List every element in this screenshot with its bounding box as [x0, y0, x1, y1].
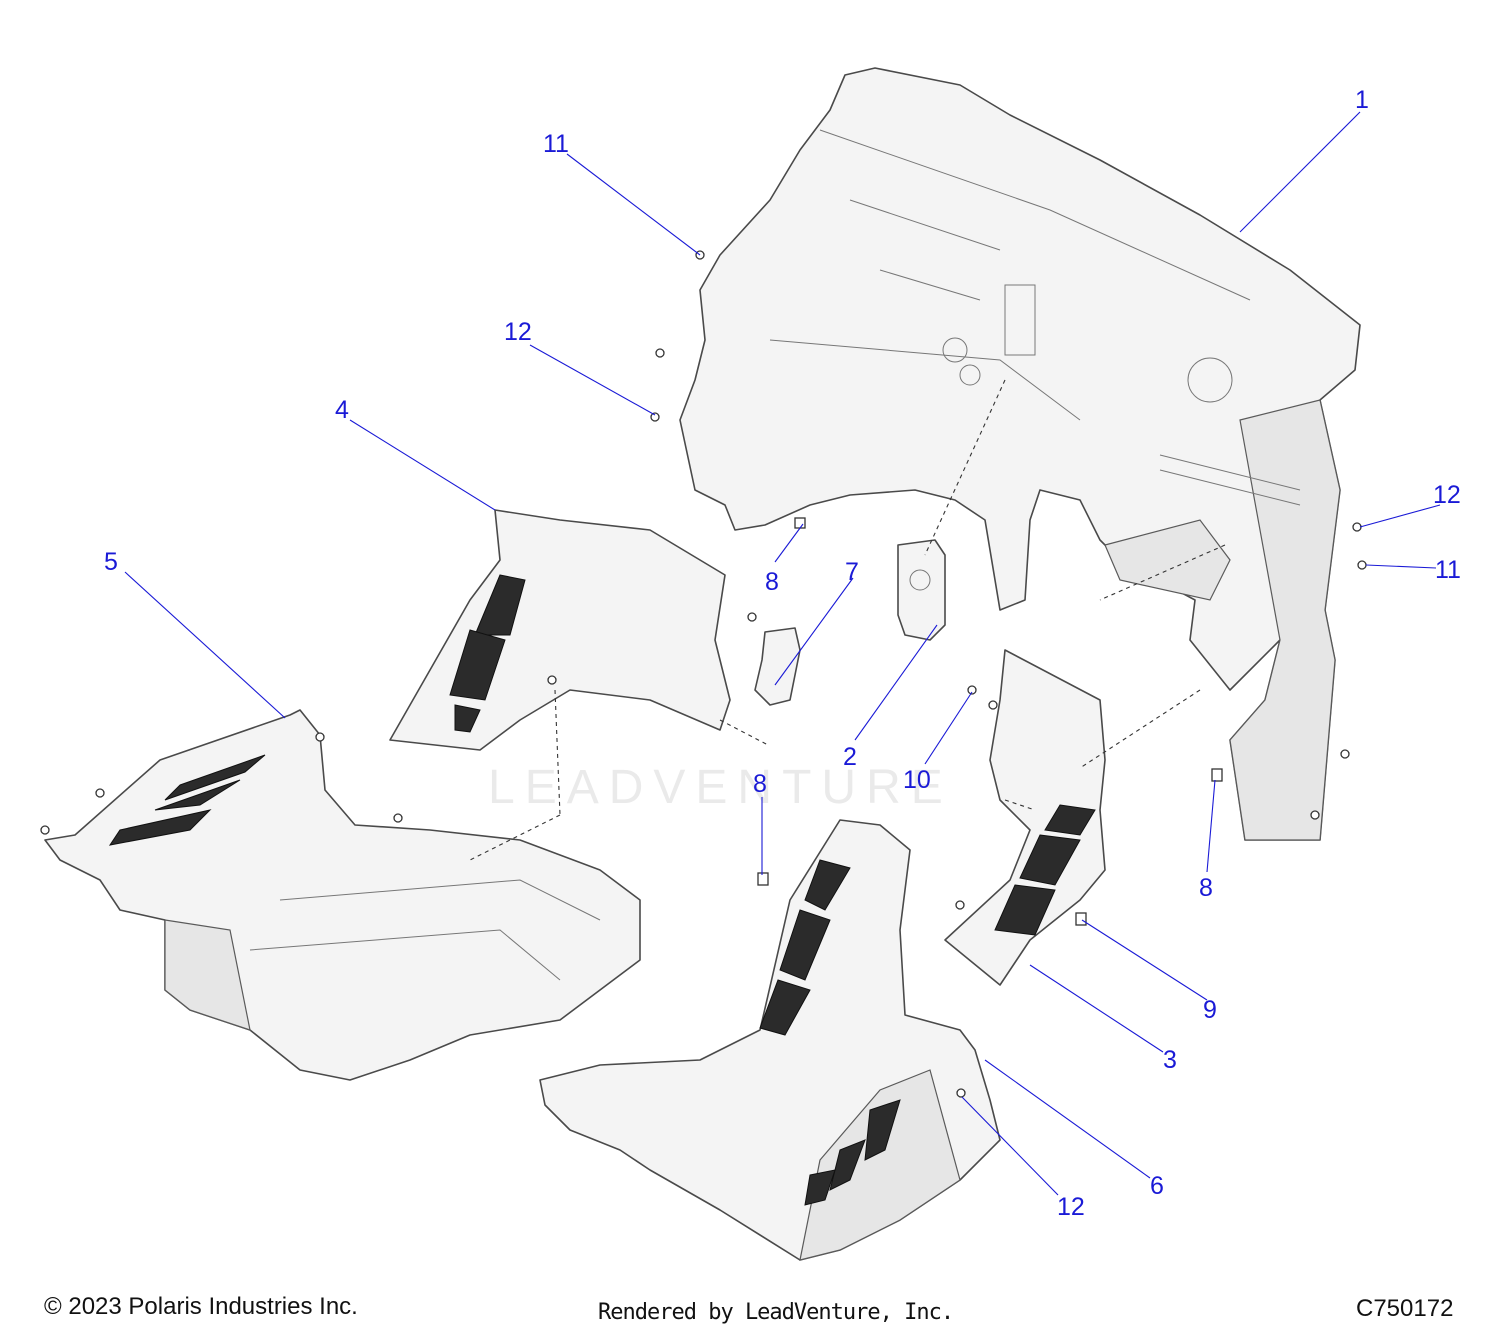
part-6-right-floor[interactable]: [539, 819, 1001, 1261]
part-1-dash-panel[interactable]: [679, 67, 1361, 841]
callout-11-top[interactable]: 11: [543, 130, 569, 158]
callout-6[interactable]: 6: [1150, 1172, 1164, 1200]
clip-8-right[interactable]: [1211, 768, 1223, 782]
assembly-lines: [469, 379, 1226, 861]
part-5-left-floor[interactable]: [44, 709, 641, 1081]
watermark-text: LEADVENTURE: [488, 761, 953, 814]
callout-7[interactable]: 7: [845, 558, 859, 586]
callout-3[interactable]: 3: [1163, 1046, 1177, 1074]
screw-10[interactable]: [967, 685, 977, 695]
screw-11-right[interactable]: [1357, 560, 1367, 570]
callout-8-middle[interactable]: 8: [753, 770, 767, 798]
callout-12-right[interactable]: 12: [1433, 481, 1461, 509]
callout-11-right[interactable]: 11: [1435, 556, 1461, 584]
clip-8-upper[interactable]: [794, 517, 806, 529]
copyright-text: © 2023 Polaris Industries Inc.: [44, 1293, 358, 1320]
callout-1[interactable]: 1: [1355, 86, 1369, 114]
diagram-code: C750172: [1356, 1295, 1454, 1322]
screw-12-right[interactable]: [1352, 522, 1362, 532]
callout-12-bottom[interactable]: 12: [1057, 1193, 1085, 1221]
callout-2[interactable]: 2: [843, 743, 857, 771]
callout-8-right[interactable]: 8: [1199, 874, 1213, 902]
fasteners: [40, 250, 1367, 1098]
callout-labels: 1 2 3 4 5 6 7 8 8 8 9 10 11 11 12 12 12: [104, 86, 1461, 1221]
screw-12-bottom[interactable]: [956, 1088, 966, 1098]
callout-10[interactable]: 10: [903, 766, 931, 794]
callout-9[interactable]: 9: [1203, 996, 1217, 1024]
part-2-cover[interactable]: [897, 539, 946, 641]
part-3-right-footwell[interactable]: [944, 649, 1106, 986]
callout-5[interactable]: 5: [104, 548, 118, 576]
clip-9[interactable]: [1075, 912, 1087, 926]
part-7-bracket[interactable]: [754, 627, 801, 706]
rendered-by-text: Rendered by LeadVenture, Inc.: [598, 1300, 954, 1325]
callout-8-upper[interactable]: 8: [765, 568, 779, 596]
callout-4[interactable]: 4: [335, 396, 349, 424]
part-4-left-footwell[interactable]: [389, 509, 731, 751]
screw-12-top[interactable]: [650, 412, 660, 422]
callout-12-top[interactable]: 12: [504, 318, 532, 346]
leader-lines: [124, 111, 1441, 1196]
clip-8-middle[interactable]: [757, 872, 769, 886]
